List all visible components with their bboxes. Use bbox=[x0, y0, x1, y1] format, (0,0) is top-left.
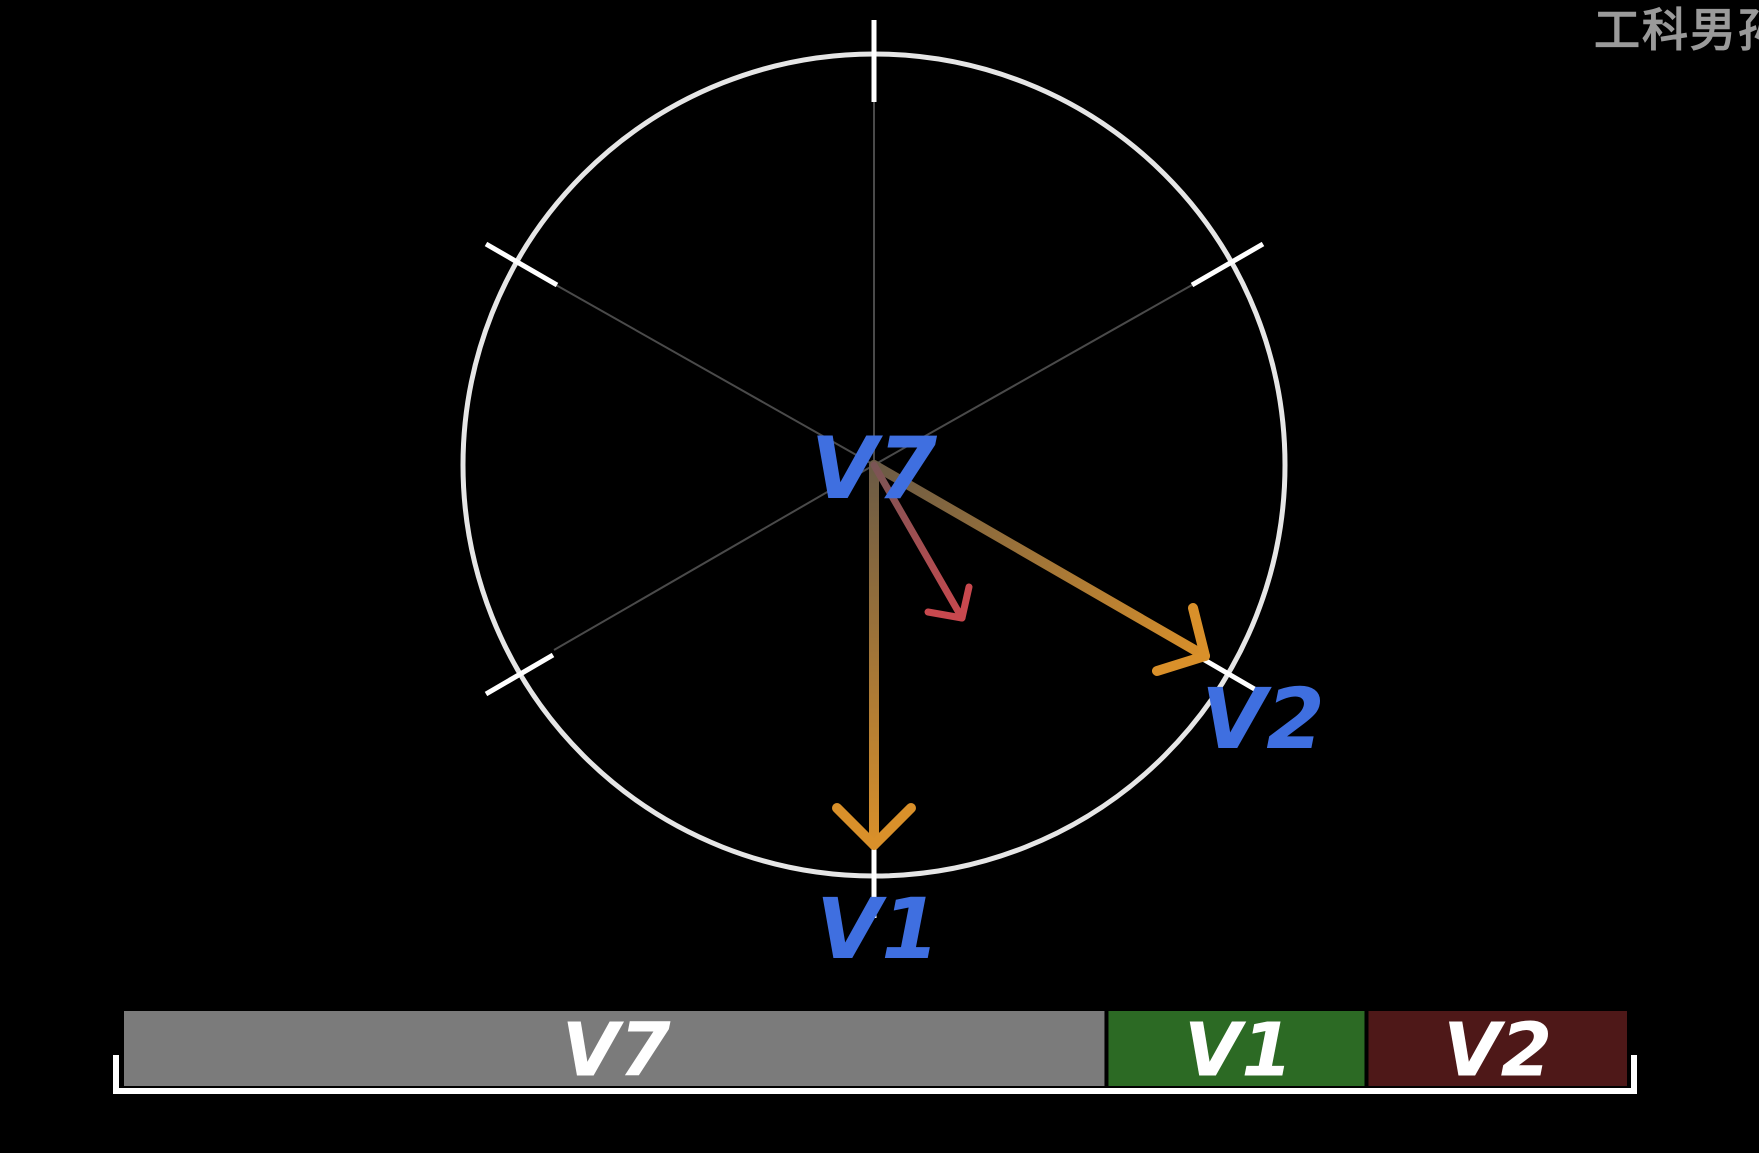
time-bar: V7 V1 V2 bbox=[124, 1008, 1627, 1094]
spoke-lower-left bbox=[553, 464, 875, 651]
time-bar-label-v1: V1 bbox=[1184, 1008, 1293, 1094]
tick-lower-right bbox=[1194, 652, 1265, 697]
label-v1: V1 bbox=[816, 880, 939, 978]
watermark-text: 工科男孙 bbox=[1594, 3, 1759, 57]
period-bracket bbox=[113, 1055, 1637, 1094]
vector-v2-arrow bbox=[869, 460, 1210, 676]
time-bar-segment-v1 bbox=[1108, 1011, 1365, 1086]
time-bar-label-v2: V2 bbox=[1443, 1008, 1552, 1094]
label-v2: V2 bbox=[1201, 670, 1324, 768]
circle-ticks bbox=[484, 20, 1265, 918]
time-bar-label-v7: V7 bbox=[562, 1008, 671, 1094]
tick-upper-left bbox=[484, 241, 559, 288]
vector-v1-arrow bbox=[832, 460, 916, 850]
spoke-upper-right bbox=[873, 284, 1193, 466]
time-bar-segment-v2 bbox=[1368, 1011, 1627, 1086]
tick-lower-left bbox=[484, 652, 555, 697]
label-v7: V7 bbox=[811, 419, 938, 519]
hexagon-spokes bbox=[553, 100, 1193, 651]
spoke-upper-left bbox=[555, 284, 875, 466]
resultant-vector-arrow bbox=[870, 461, 973, 622]
time-bar-segment-v7 bbox=[124, 1011, 1105, 1086]
tick-upper-right bbox=[1190, 241, 1265, 288]
